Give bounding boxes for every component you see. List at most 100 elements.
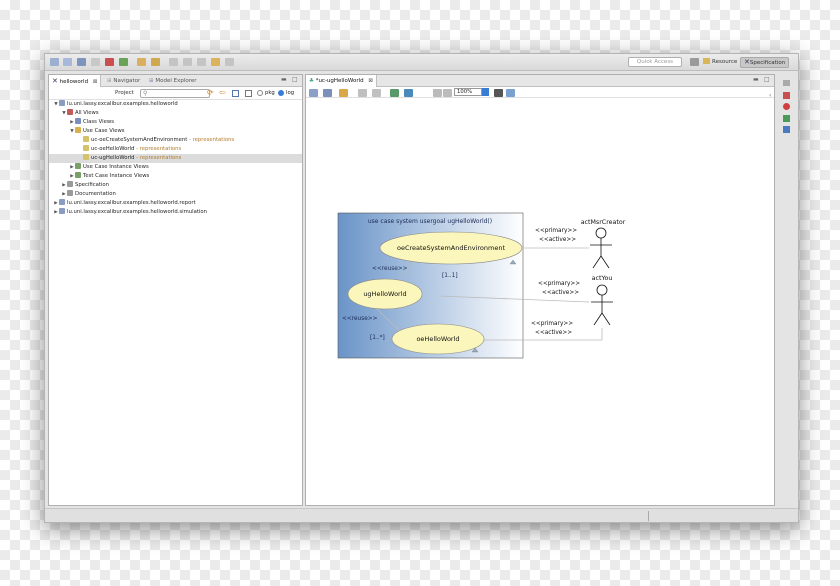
- actor-head: [596, 284, 608, 296]
- pin-icon[interactable]: [339, 89, 348, 97]
- filter-row: Project ⚲ ⟳ ⇦ pkg log: [49, 87, 302, 100]
- layer-icon[interactable]: [404, 89, 413, 97]
- tree-item[interactable]: ▼lu.uni.lassy.excalibur.examples.hellowo…: [49, 100, 302, 109]
- new-icon[interactable]: [50, 58, 59, 66]
- close-icon[interactable]: ⊠: [92, 79, 98, 85]
- tree-item[interactable]: ▶lu.uni.lassy.excalibur.examples.hellowo…: [49, 199, 302, 208]
- folder-icon[interactable]: [137, 58, 146, 66]
- eclipse-window: Quick Access Resource ✕Specification ✕ h…: [44, 53, 799, 523]
- tree-node-icon: [75, 127, 81, 133]
- tab-helloworld[interactable]: ✕ helloworld ⊠: [49, 75, 102, 87]
- expanded-arrow-icon[interactable]: ▼: [70, 129, 74, 134]
- tree-item[interactable]: ▶Class Views: [49, 118, 302, 127]
- filter-input[interactable]: ⚲: [140, 89, 210, 98]
- tab-model-explorer[interactable]: ⊞ Model Explorer: [149, 75, 197, 87]
- restore-icon[interactable]: [783, 80, 790, 86]
- style-icon[interactable]: [372, 89, 381, 97]
- export-icon[interactable]: [494, 89, 503, 97]
- radio-pkg[interactable]: [257, 90, 263, 96]
- tab-label: Navigator: [113, 78, 141, 84]
- minimize-icon[interactable]: ▬: [281, 76, 287, 83]
- tree-node-icon: [75, 118, 81, 124]
- use-case-diagram: use case system usergoal ugHelloWorld() …: [337, 212, 626, 359]
- close-icon[interactable]: ⊠: [368, 78, 373, 84]
- folder-icon[interactable]: [211, 58, 220, 66]
- filter-icon[interactable]: [390, 89, 399, 97]
- nav-icon[interactable]: [169, 58, 178, 66]
- open-icon[interactable]: [63, 58, 72, 66]
- search-icon[interactable]: [151, 58, 160, 66]
- diagram-editor: ♣ *uc-ugHelloWorld ⊠ ▬ □ 100%: [305, 74, 775, 506]
- open-perspective-icon[interactable]: [690, 58, 699, 66]
- maximize-icon[interactable]: □: [292, 76, 298, 83]
- maximize-icon[interactable]: □: [764, 76, 770, 83]
- tree-item[interactable]: ▶Use Case Instance Views: [49, 163, 302, 172]
- use-case-oecreatesystemandenvironment[interactable]: [379, 231, 523, 265]
- collapsed-arrow-icon[interactable]: ▶: [62, 192, 66, 197]
- layout-icon[interactable]: [309, 89, 318, 97]
- collapse-panel-icon[interactable]: ‹: [769, 92, 772, 99]
- tree-item[interactable]: ▶Specification: [49, 181, 302, 190]
- multiplicity-label: [1..1]: [442, 273, 458, 279]
- tree-item-suffix: - representations: [134, 146, 182, 152]
- console-icon[interactable]: [783, 126, 790, 133]
- use-case-label: oeHelloWorld: [416, 335, 459, 343]
- perspective-specification[interactable]: ✕Specification: [740, 57, 790, 68]
- arrange-icon[interactable]: [323, 89, 332, 97]
- tree-item[interactable]: ▶Documentation: [49, 190, 302, 199]
- error-icon[interactable]: [783, 103, 790, 110]
- run-icon[interactable]: [119, 58, 128, 66]
- use-case-ughelloworld[interactable]: [347, 278, 423, 310]
- tab-uc-ughelloworld[interactable]: ♣ *uc-ugHelloWorld ⊠: [306, 75, 377, 87]
- back-icon[interactable]: [225, 58, 234, 66]
- status-bar: [45, 508, 798, 522]
- print-icon[interactable]: [91, 58, 100, 66]
- zoom-value: 100%: [457, 89, 473, 95]
- perspective-label: Resource: [712, 59, 738, 65]
- tools-icon[interactable]: [105, 58, 114, 66]
- back-icon[interactable]: ⇦: [219, 88, 226, 97]
- edit-icon[interactable]: [197, 58, 206, 66]
- collapsed-arrow-icon[interactable]: ▶: [62, 183, 66, 188]
- nav-icon[interactable]: [183, 58, 192, 66]
- collapsed-arrow-icon[interactable]: ▶: [70, 165, 74, 170]
- tree-item[interactable]: uc-oeCreateSystemAndEnvironment - repres…: [49, 136, 302, 145]
- collapsed-arrow-icon[interactable]: ▶: [70, 174, 74, 179]
- minimize-icon[interactable]: ▬: [753, 76, 759, 83]
- tree-item[interactable]: ▼ All Views: [49, 109, 302, 118]
- tree-item[interactable]: ▶lu.uni.lassy.excalibur.examples.hellowo…: [49, 208, 302, 217]
- quick-access-input[interactable]: Quick Access: [628, 57, 682, 67]
- tab-navigator[interactable]: ⊞ Navigator: [107, 75, 140, 87]
- collapsed-arrow-icon[interactable]: ▶: [70, 120, 74, 125]
- problems-icon[interactable]: [783, 92, 790, 99]
- collapsed-arrow-icon[interactable]: ▶: [54, 210, 58, 215]
- tree-item[interactable]: uc-oeHelloWorld - representations: [49, 145, 302, 154]
- refresh-icon[interactable]: ⟳: [207, 88, 214, 97]
- tree-item[interactable]: ▶Test Case Instance Views: [49, 172, 302, 181]
- save-icon[interactable]: [77, 58, 86, 66]
- tasks-icon[interactable]: [783, 115, 790, 122]
- expanded-arrow-icon[interactable]: ▼: [54, 102, 58, 107]
- zoom-dropdown-icon[interactable]: [482, 88, 489, 96]
- zoom-in-icon[interactable]: [433, 89, 442, 97]
- link-icon[interactable]: [245, 90, 252, 97]
- collapsed-arrow-icon[interactable]: ▶: [54, 201, 58, 206]
- tree-item-label: All Views: [75, 110, 99, 116]
- zoom-level-select[interactable]: 100%: [454, 88, 482, 96]
- actor-actyou[interactable]: actYou: [591, 275, 613, 326]
- use-case-oehelloworld[interactable]: [391, 323, 485, 355]
- perspective-resource[interactable]: Resource: [703, 57, 737, 68]
- tree-node-icon: [59, 208, 65, 214]
- radio-log[interactable]: [278, 90, 284, 96]
- active-label: <<active>>: [542, 290, 579, 296]
- tree-item[interactable]: uc-ugHelloWorld - representations: [49, 154, 302, 163]
- tree-item[interactable]: ▼ Use Case Views: [49, 127, 302, 136]
- actor-actmsrcreator[interactable]: actMsrCreator: [581, 219, 626, 269]
- zoom-out-icon[interactable]: [443, 89, 452, 97]
- expanded-arrow-icon[interactable]: ▼: [62, 111, 66, 116]
- tree-item-label: Use Case Views: [83, 128, 125, 134]
- refresh-icon[interactable]: [506, 89, 515, 97]
- search-icon: ⚲: [143, 90, 148, 97]
- collapse-icon[interactable]: [232, 90, 239, 97]
- select-icon[interactable]: [358, 89, 367, 97]
